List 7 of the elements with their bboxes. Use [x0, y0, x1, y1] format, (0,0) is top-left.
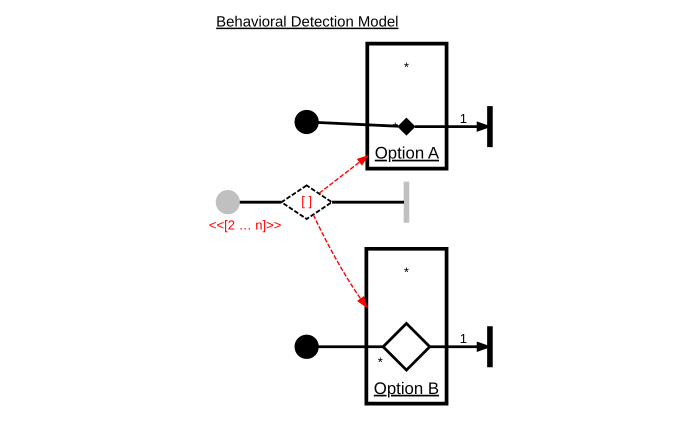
node-label: *: [403, 264, 408, 280]
diagram-title: Behavioral Detection Model: [216, 14, 398, 31]
node-label: *: [377, 354, 382, 370]
edge-label: 1: [459, 331, 466, 346]
node-label: <<[2 … n]>>: [208, 217, 281, 232]
edge-label: 1: [459, 111, 466, 126]
node-label: *: [403, 59, 408, 74]
